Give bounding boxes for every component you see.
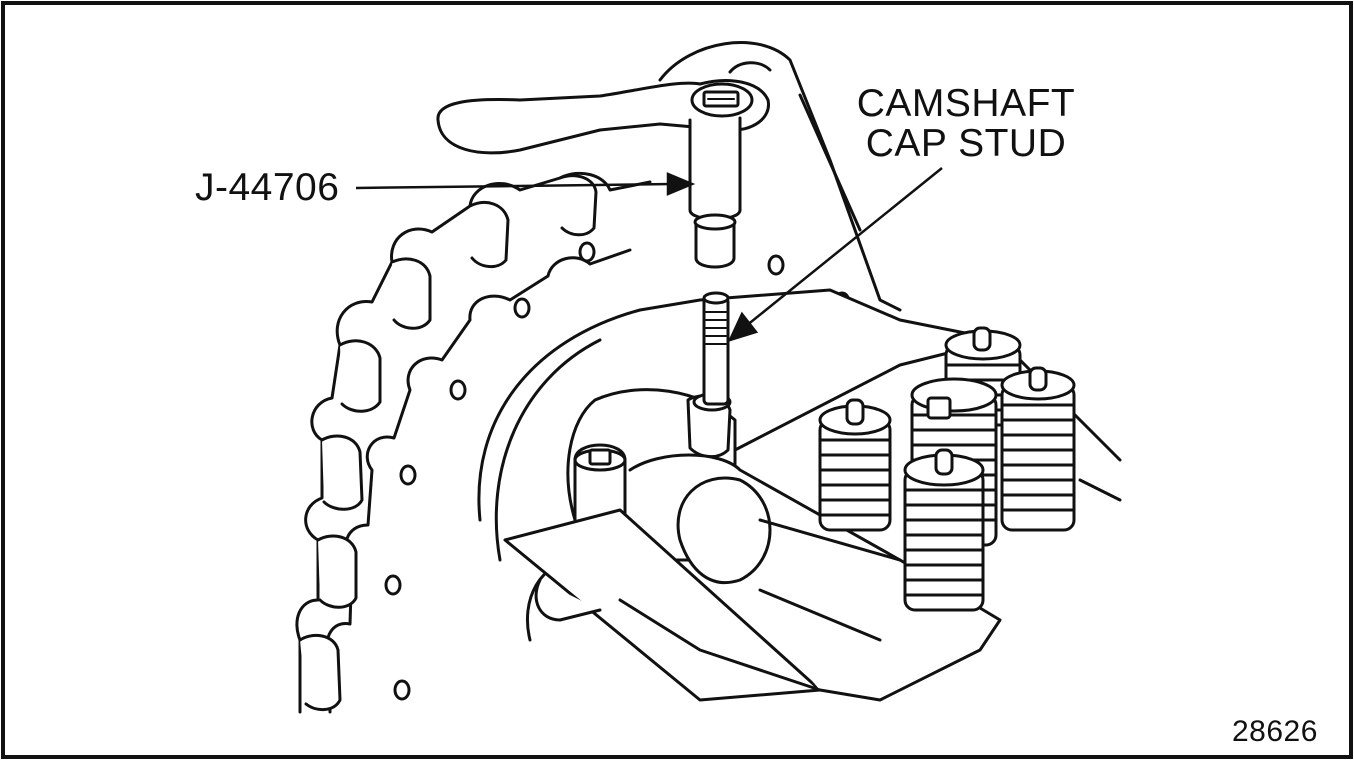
tool-callout-label: J-44706 [195, 166, 340, 209]
stud-leader-arrowhead [727, 311, 759, 343]
stud-leader-line [745, 167, 943, 327]
stud-callout-line1: CAMSHAFT [856, 82, 1076, 125]
camshaft [503, 453, 1002, 702]
valve-spring-4 [1000, 366, 1076, 532]
tool-leader-line [355, 182, 673, 190]
valve-spring-group [818, 326, 1076, 612]
tool-leader-arrowhead [666, 172, 696, 196]
j-44706-stud-installer-tool [436, 79, 770, 269]
valve-spring-5 [903, 448, 985, 612]
valve-spring-1 [818, 398, 892, 532]
callout-leaders [355, 167, 943, 343]
figure-number: 28626 [1232, 715, 1318, 748]
camshaft-cap-stud [702, 291, 730, 406]
stud-callout-label: CAMSHAFT CAP STUD [835, 84, 1097, 164]
stud-callout-line2: CAP STUD [865, 122, 1067, 165]
